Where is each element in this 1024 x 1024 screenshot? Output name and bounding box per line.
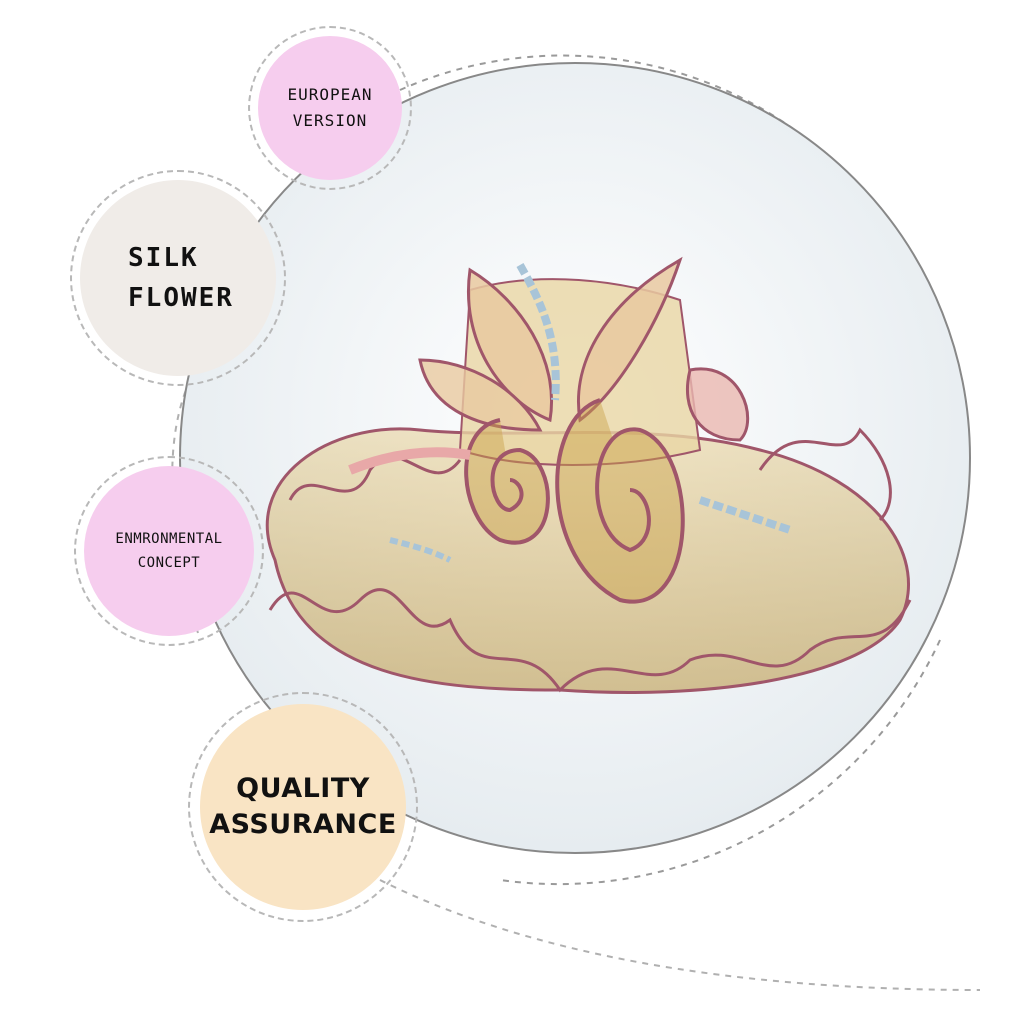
- environmental-badge-ring: [74, 456, 264, 646]
- quality-badge-ring: [188, 692, 418, 922]
- outer-dashed-arc-lower: [499, 639, 941, 886]
- environmental-concept-badge: ENMRONMENTAL CONCEPT: [84, 466, 254, 636]
- european-badge-line1: EUROPEAN: [287, 85, 373, 104]
- european-badge-ring: [248, 26, 412, 190]
- quality-badge-line1: QUALITY: [236, 773, 370, 804]
- env-badge-line1: ENMRONMENTAL: [115, 531, 223, 547]
- silk-flower-badge: SILK FLOWER: [80, 180, 276, 376]
- silk-badge-line2: FLOWER: [128, 283, 234, 313]
- quality-badge-line2: ASSURANCE: [209, 809, 397, 840]
- european-badge-line2: VERSION: [292, 111, 368, 130]
- bottom-dashed-curve: [379, 879, 981, 991]
- silk-badge-line1: SILK: [128, 243, 199, 273]
- silk-badge-ring: [70, 170, 286, 386]
- organza-floral-hat-icon: [265, 256, 912, 694]
- european-version-badge: EUROPEAN VERSION: [258, 36, 402, 180]
- quality-assurance-badge: QUALITY ASSURANCE: [200, 704, 406, 910]
- env-badge-line2: CONCEPT: [137, 555, 201, 571]
